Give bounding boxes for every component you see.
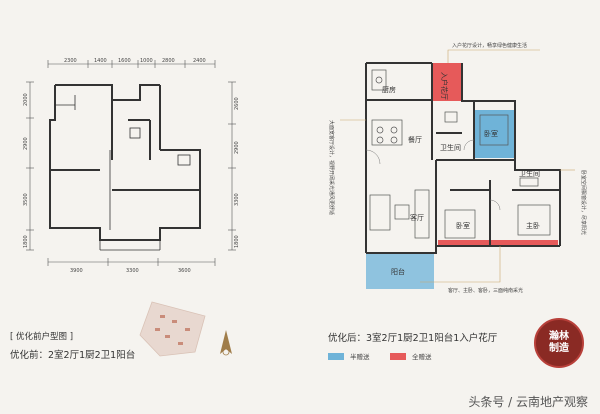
bottom-dim-3: 3600 [178,268,191,274]
legend-full-label: 全赠送 [412,353,432,361]
legend-full-swatch [390,352,406,360]
room-kitchen: 厨房 [382,85,396,94]
left-dim-4: 1800 [23,235,29,248]
seal-line-2: 制造 [549,343,569,354]
room-balcony: 阳台 [391,267,405,276]
room-bath-1: 卫生间 [440,143,461,152]
left-dim-3: 3500 [23,193,29,206]
note-bottom: 客厅、主卧、客卧，三面纯南采光 [448,287,523,294]
top-dim-2: 1400 [94,58,107,64]
note-right-vertical: 卧室空间飘窗设计，尽享阳光 [580,170,587,235]
room-bedroom-bottom: 卧室 [456,221,470,230]
top-dim-3: 1600 [118,58,131,64]
note-left-vertical: 大面宽客厅设计，视野开阔采光通风更舒适 [328,120,335,215]
before-title: [ 优化前户型图 ] [10,332,74,342]
top-dim-1: 2300 [64,58,77,64]
seal-line-1: 瀚林 [549,331,569,342]
before-caption: 优化前：2室2厅1厨2卫1阳台 [10,350,136,361]
right-dim-3: 3300 [234,193,240,206]
bay-window-highlight [438,240,558,246]
bottom-dim-2: 3300 [126,268,139,274]
top-dim-5: 2800 [162,58,175,64]
legend-full: 全赠送 [390,351,432,361]
bedroom-half-highlight [474,110,514,158]
balcony-highlight [366,253,434,289]
legend-half-label: 半赠送 [350,353,370,361]
top-dim-6: 2400 [193,58,206,64]
left-dim-2: 2900 [23,137,29,150]
entry-garden-highlight [432,63,462,101]
legend-half-swatch [328,352,344,360]
north-arrow-icon [220,330,232,356]
room-bedroom-top: 卧室 [484,129,498,138]
room-entry-garden: 入户花厅 [440,72,449,100]
right-plan: 厨房 入户花厅 餐厅 卫生间 卧室 卫生间 客厅 卧室 主卧 阳台 入户花厅设计… [328,42,587,294]
top-dim-4: 1000 [140,58,153,64]
site-map-icon [139,301,206,357]
right-dim-4: 1800 [234,235,240,248]
after-caption: 优化后：3室2厅1厨2卫1阳台1入户花厅 [328,333,498,344]
left-plan: 2300 1400 1600 1000 2800 2400 2000 2900 … [23,58,240,274]
bottom-dim-1: 3900 [70,268,83,274]
room-bath-2: 卫生间 [519,169,540,178]
room-master: 主卧 [526,221,540,230]
left-dim-1: 2000 [23,93,29,106]
right-dim-2: 2900 [234,141,240,154]
brand-seal-logo: 瀚林 制造 [534,318,584,368]
watermark-footer: 头条号 / 云南地产观察 [468,395,588,409]
note-top-right: 入户花厅设计，畅享绿色健康生活 [452,42,527,49]
right-dim-1: 2600 [234,97,240,110]
room-dining: 餐厅 [408,135,422,144]
legend-half: 半赠送 [328,351,370,361]
room-living: 客厅 [410,213,424,222]
